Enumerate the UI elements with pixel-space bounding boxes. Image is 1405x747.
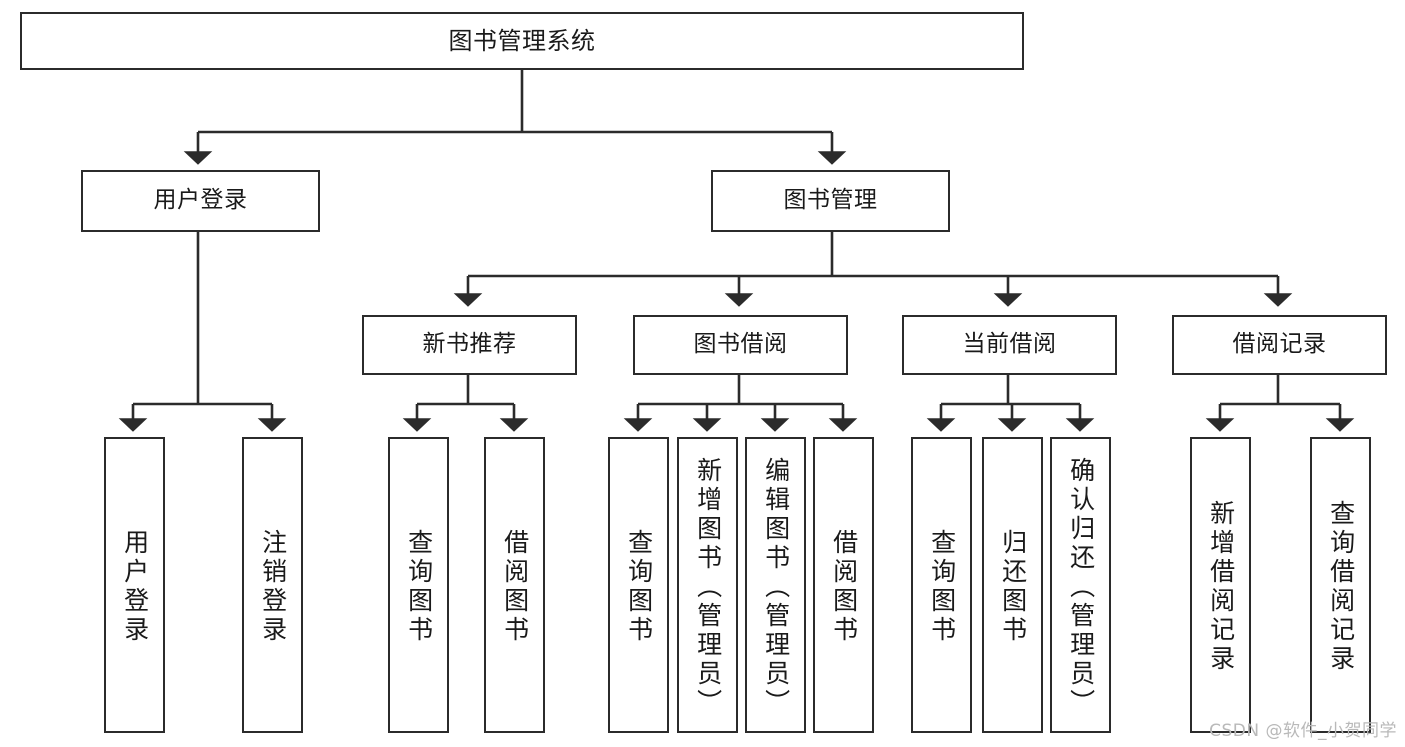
node-leaf-logout[interactable]: 注销登录 [242, 437, 303, 733]
node-leaf-user-login[interactable]: 用户登录 [104, 437, 165, 733]
node-new-book-recommend-label: 新书推荐 [422, 331, 517, 358]
node-leaf-add-borrow-record-label: 新增借阅记录 [1206, 500, 1236, 674]
node-leaf-return-book[interactable]: 归还图书 [982, 437, 1043, 733]
node-leaf-query-book-borrow[interactable]: 查询图书 [608, 437, 669, 733]
node-leaf-query-book-rec-label: 查询图书 [404, 529, 434, 645]
node-borrow-record-label: 借阅记录 [1232, 331, 1327, 358]
csdn-watermark: CSDN @软件_小贺同学 [1209, 721, 1397, 741]
node-current-borrow[interactable]: 当前借阅 [902, 315, 1117, 375]
node-leaf-borrow-book[interactable]: 借阅图书 [813, 437, 874, 733]
node-leaf-borrow-book-label: 借阅图书 [829, 529, 859, 645]
node-leaf-confirm-return-admin-label: 确认归还（管理员） [1066, 456, 1096, 718]
node-leaf-query-book-rec[interactable]: 查询图书 [388, 437, 449, 733]
node-leaf-query-borrow-record-label: 查询借阅记录 [1326, 500, 1356, 674]
node-leaf-confirm-return-admin[interactable]: 确认归还（管理员） [1050, 437, 1111, 733]
node-leaf-query-book-current-label: 查询图书 [927, 529, 957, 645]
node-user-login-label: 用户登录 [153, 187, 248, 214]
node-leaf-query-book-current[interactable]: 查询图书 [911, 437, 972, 733]
node-leaf-edit-book-admin[interactable]: 编辑图书（管理员） [745, 437, 806, 733]
node-borrow-record[interactable]: 借阅记录 [1172, 315, 1387, 375]
node-leaf-add-book-admin-label: 新增图书（管理员） [693, 456, 723, 718]
node-book-borrow[interactable]: 图书借阅 [633, 315, 848, 375]
node-leaf-add-book-admin[interactable]: 新增图书（管理员） [677, 437, 738, 733]
node-root-system-label: 图书管理系统 [448, 26, 596, 55]
node-leaf-return-book-label: 归还图书 [998, 529, 1028, 645]
node-leaf-borrow-book-rec-label: 借阅图书 [500, 529, 530, 645]
node-leaf-user-login-label: 用户登录 [120, 529, 150, 645]
node-book-manage-label: 图书管理 [783, 187, 878, 214]
node-current-borrow-label: 当前借阅 [962, 331, 1057, 358]
node-root-system[interactable]: 图书管理系统 [20, 12, 1024, 70]
node-book-borrow-label: 图书借阅 [693, 331, 788, 358]
node-leaf-borrow-book-rec[interactable]: 借阅图书 [484, 437, 545, 733]
node-leaf-edit-book-admin-label: 编辑图书（管理员） [761, 456, 791, 718]
node-leaf-add-borrow-record[interactable]: 新增借阅记录 [1190, 437, 1251, 733]
node-leaf-query-borrow-record[interactable]: 查询借阅记录 [1310, 437, 1371, 733]
node-new-book-recommend[interactable]: 新书推荐 [362, 315, 577, 375]
node-leaf-query-book-borrow-label: 查询图书 [624, 529, 654, 645]
node-user-login[interactable]: 用户登录 [81, 170, 320, 232]
node-leaf-logout-label: 注销登录 [258, 529, 288, 645]
node-book-manage[interactable]: 图书管理 [711, 170, 950, 232]
